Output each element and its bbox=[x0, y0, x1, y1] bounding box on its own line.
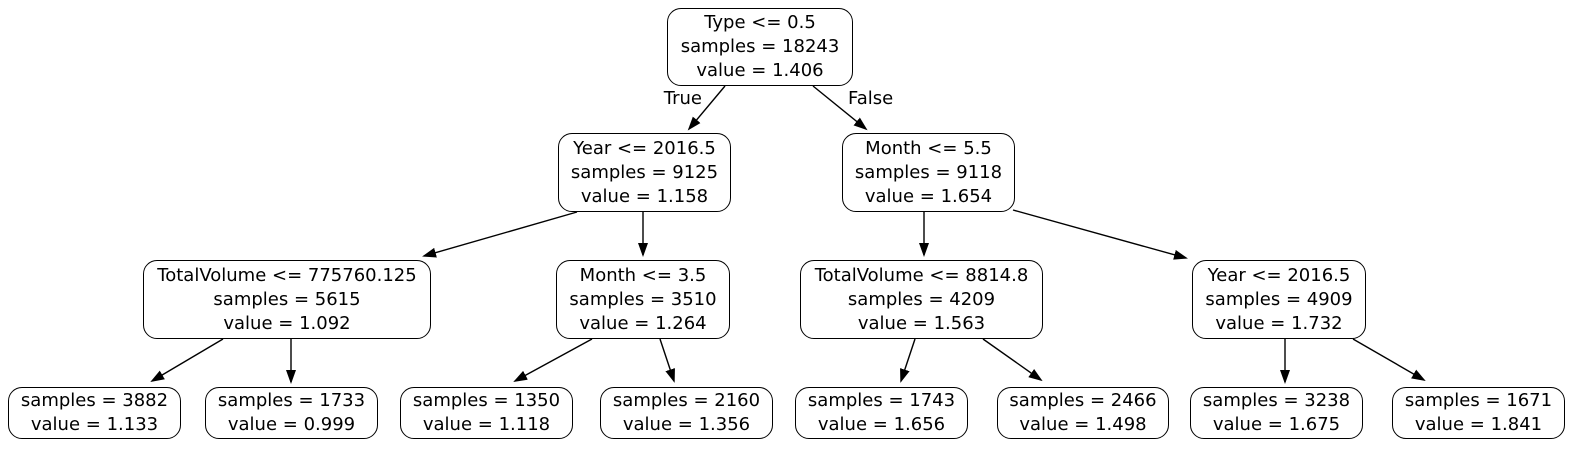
node-value: value = 1.406 bbox=[696, 60, 824, 81]
edge-yearright-to-leaf8 bbox=[1352, 338, 1426, 382]
node-value: value = 1.092 bbox=[223, 312, 351, 334]
tree-node-totalvolume-left: TotalVolume <= 775760.125 samples = 5615… bbox=[143, 260, 431, 339]
node-samples: samples = 9125 bbox=[570, 161, 719, 183]
node-condition: TotalVolume <= 8814.8 bbox=[814, 264, 1029, 286]
node-samples: samples = 1743 bbox=[807, 390, 956, 411]
edge-root-to-month-right bbox=[812, 85, 868, 131]
node-value: value = 1.563 bbox=[857, 312, 986, 334]
edge-totalvolright-to-leaf6 bbox=[982, 338, 1043, 382]
node-samples: samples = 4909 bbox=[1205, 288, 1353, 310]
node-condition: Month <= 5.5 bbox=[865, 137, 992, 159]
node-value: value = 1.264 bbox=[579, 312, 707, 334]
node-condition: Year <= 2016.5 bbox=[1207, 264, 1351, 286]
edge-monthleft-to-leaf4 bbox=[659, 338, 675, 383]
edge-totalvolleft-to-leaf1 bbox=[150, 338, 224, 383]
tree-leaf-7: samples = 3238 value = 1.675 bbox=[1190, 387, 1363, 439]
node-condition: TotalVolume <= 775760.125 bbox=[157, 264, 417, 286]
node-samples: samples = 9118 bbox=[854, 161, 1003, 183]
tree-node-month-right: Month <= 5.5 samples = 9118 value = 1.65… bbox=[842, 133, 1015, 212]
node-samples: samples = 1671 bbox=[1404, 390, 1553, 411]
node-samples: samples = 1350 bbox=[412, 390, 561, 411]
tree-node-year-left: Year <= 2016.5 samples = 9125 value = 1.… bbox=[558, 133, 731, 212]
node-samples: samples = 3882 bbox=[20, 390, 169, 411]
tree-leaf-8: samples = 1671 value = 1.841 bbox=[1392, 387, 1565, 439]
node-value: value = 1.656 bbox=[817, 414, 946, 435]
tree-node-year-right: Year <= 2016.5 samples = 4909 value = 1.… bbox=[1192, 260, 1366, 339]
node-value: value = 0.999 bbox=[227, 414, 356, 435]
node-condition: Type <= 0.5 bbox=[704, 12, 816, 33]
node-samples: samples = 3510 bbox=[569, 288, 717, 310]
edge-label-true: True bbox=[663, 88, 702, 109]
node-samples: samples = 2160 bbox=[612, 390, 761, 411]
node-condition: Year <= 2016.5 bbox=[573, 137, 716, 159]
tree-leaf-4: samples = 2160 value = 1.356 bbox=[600, 387, 773, 439]
edge-root-to-year-left bbox=[687, 85, 726, 131]
tree-leaf-6: samples = 2466 value = 1.498 bbox=[997, 387, 1169, 439]
edge-monthleft-to-leaf3 bbox=[513, 338, 593, 382]
tree-node-month-left: Month <= 3.5 samples = 3510 value = 1.26… bbox=[556, 260, 730, 339]
tree-leaf-5: samples = 1743 value = 1.656 bbox=[795, 387, 968, 439]
node-samples: samples = 18243 bbox=[680, 36, 840, 57]
node-value: value = 1.498 bbox=[1019, 414, 1147, 435]
node-value: value = 1.356 bbox=[622, 414, 751, 435]
node-value: value = 1.841 bbox=[1414, 414, 1543, 435]
edge-yearleft-to-totalvolleft bbox=[422, 211, 578, 258]
node-samples: samples = 4209 bbox=[847, 288, 996, 310]
node-samples: samples = 1733 bbox=[217, 390, 366, 411]
tree-leaf-2: samples = 1733 value = 0.999 bbox=[205, 387, 378, 439]
edge-monthright-to-yearright bbox=[1012, 209, 1188, 260]
node-samples: samples = 3238 bbox=[1202, 390, 1351, 411]
tree-node-root: Type <= 0.5 samples = 18243 value = 1.40… bbox=[667, 8, 853, 86]
tree-node-totalvolume-right: TotalVolume <= 8814.8 samples = 4209 val… bbox=[800, 260, 1043, 339]
node-value: value = 1.118 bbox=[422, 414, 551, 435]
node-samples: samples = 2466 bbox=[1009, 390, 1157, 411]
node-value: value = 1.732 bbox=[1215, 312, 1343, 334]
node-value: value = 1.158 bbox=[580, 185, 709, 207]
node-condition: Month <= 3.5 bbox=[579, 264, 707, 286]
tree-leaf-3: samples = 1350 value = 1.118 bbox=[400, 387, 573, 439]
edge-label-false: False bbox=[848, 88, 894, 109]
tree-leaf-1: samples = 3882 value = 1.133 bbox=[8, 387, 181, 439]
node-value: value = 1.133 bbox=[30, 414, 159, 435]
edge-totalvolright-to-leaf5 bbox=[900, 338, 916, 383]
node-samples: samples = 5615 bbox=[213, 288, 361, 310]
node-value: value = 1.654 bbox=[864, 185, 993, 207]
node-value: value = 1.675 bbox=[1212, 414, 1341, 435]
